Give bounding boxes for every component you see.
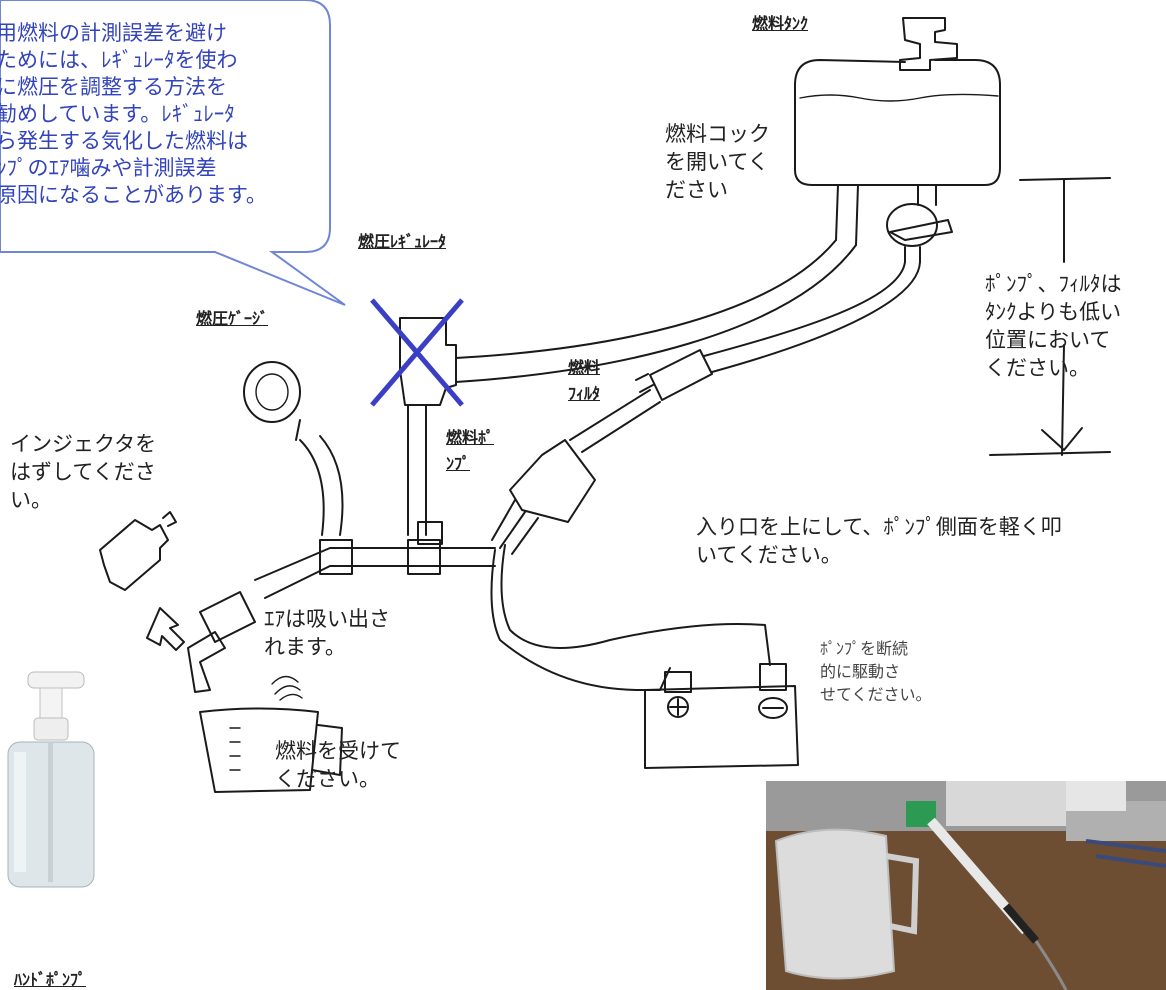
text-line: れます。 [264, 635, 346, 659]
fuel-cock-instruction: 燃料コック を開いてく ださい [665, 120, 770, 204]
text-line: いてください。 [696, 543, 842, 567]
flow-arrow-icon [146, 607, 185, 651]
fuel-filter-drawing [569, 349, 713, 453]
level-marker [989, 177, 1111, 456]
text-line: ﾎﾟﾝﾌﾟ、ﾌｨﾙﾀは [985, 272, 1122, 296]
intermittent-drive-note: ﾎﾟﾝﾌﾟを断続 的に駆動さ せてください。 [820, 637, 932, 706]
plus-icon [667, 696, 689, 718]
fuel-pump-label: 燃料ﾎﾟ ﾝﾌﾟ [446, 425, 494, 477]
fuel-filter-label: 燃料 ﾌｨﾙﾀ [568, 355, 600, 407]
text-line: 燃料を受けて [275, 739, 401, 763]
gauge-label: 燃圧ｹﾞｰｼﾞ [196, 309, 269, 328]
injector-drawing [99, 511, 177, 591]
fuel-tank-label: 燃料ﾀﾝｸ [752, 14, 809, 33]
text-line: 入り口を上にして、ﾎﾟﾝﾌﾟ側面を軽く叩 [696, 515, 1062, 539]
bubble-line: ら発生する気化した燃料は [0, 129, 248, 153]
text-line: ﾎﾟﾝﾌﾟを断続 [820, 639, 909, 658]
pressure-gauge-drawing [243, 361, 344, 536]
bubble-line: ﾝﾌﾟのｴｱ噛みや計測誤差 [0, 156, 217, 180]
text-line: ﾝﾌﾟ [446, 454, 471, 473]
output-fitting-drawing [187, 591, 256, 693]
text-line: ﾌｨﾙﾀ [568, 384, 601, 403]
hand-pump-label: ﾊﾝﾄﾞﾎﾟﾝﾌﾟ [14, 970, 87, 989]
text-line: はずしてくださ [10, 460, 156, 484]
tap-pump-instruction: 入り口を上にして、ﾎﾟﾝﾌﾟ側面を軽く叩 いてください。 [696, 513, 1062, 569]
text-line: ください。 [275, 767, 380, 791]
text-line: インジェクタを [10, 432, 157, 456]
text-line: い。 [10, 488, 52, 512]
text-line: ｴｱは吸い出さ [264, 607, 390, 631]
text-line: ください。 [985, 356, 1090, 380]
hose-filter-cock [703, 261, 906, 357]
fuel-drip [271, 675, 303, 701]
hose-regulator-tank [455, 239, 837, 359]
regulator-drawing [399, 317, 457, 536]
text-line: せてください。 [820, 685, 932, 704]
hand-pump-bottle-image [7, 671, 95, 888]
injector-instruction: インジェクタを はずしてくださ い。 [10, 430, 156, 514]
battery-drawing [644, 663, 799, 769]
hose-filter-cock-2 [711, 261, 921, 373]
speech-bubble [0, 0, 346, 306]
text-line: 燃料ﾎﾟ [446, 428, 495, 447]
bubble-line: に燃圧を調整する方法を [0, 75, 227, 99]
regulator-cross-x-mark-icon [370, 298, 464, 407]
text-line: 位置において [985, 328, 1111, 352]
speech-bubble-text: 用燃料の計測誤差を避け ためには、ﾚｷﾞｭﾚｰﾀを使わ に燃圧を調整する方法を … [0, 20, 267, 209]
fuel-line-manifold [254, 521, 496, 599]
text-line: を開いてく [665, 150, 769, 174]
text-line: ﾀﾝｸよりも低い [985, 300, 1122, 324]
text-line: 燃料 [568, 358, 601, 377]
bubble-line: 勧めしています。ﾚｷﾞｭﾚｰﾀ [0, 102, 235, 126]
fuel-tank-drawing [794, 17, 1001, 246]
text-line: ださい [665, 178, 728, 202]
bubble-line: 原因になることがあります。 [0, 183, 267, 207]
minus-icon [758, 697, 788, 719]
hose-regulator-tank-2 [455, 244, 857, 383]
bubble-line: ためには、ﾚｷﾞｭﾚｰﾀを使わ [0, 48, 238, 72]
measuring-jug-drawing [199, 707, 343, 793]
bubble-line: 用燃料の計測誤差を避け [0, 21, 227, 45]
receive-fuel-instruction: 燃料を受けて ください。 [275, 737, 401, 793]
fuel-cock-drawing [886, 203, 953, 263]
pump-filter-position-note: ﾎﾟﾝﾌﾟ、ﾌｨﾙﾀは ﾀﾝｸよりも低い 位置において ください。 [985, 270, 1122, 382]
workbench-photo [766, 781, 1166, 990]
air-out-note: ｴｱは吸い出さ れます。 [264, 605, 390, 661]
text-line: 的に駆動さ [820, 662, 901, 681]
text-line: 燃料コック [665, 122, 770, 146]
regulator-label: 燃圧ﾚｷﾞｭﾚｰﾀ [358, 232, 447, 251]
fuel-pump-drawing [490, 439, 771, 691]
